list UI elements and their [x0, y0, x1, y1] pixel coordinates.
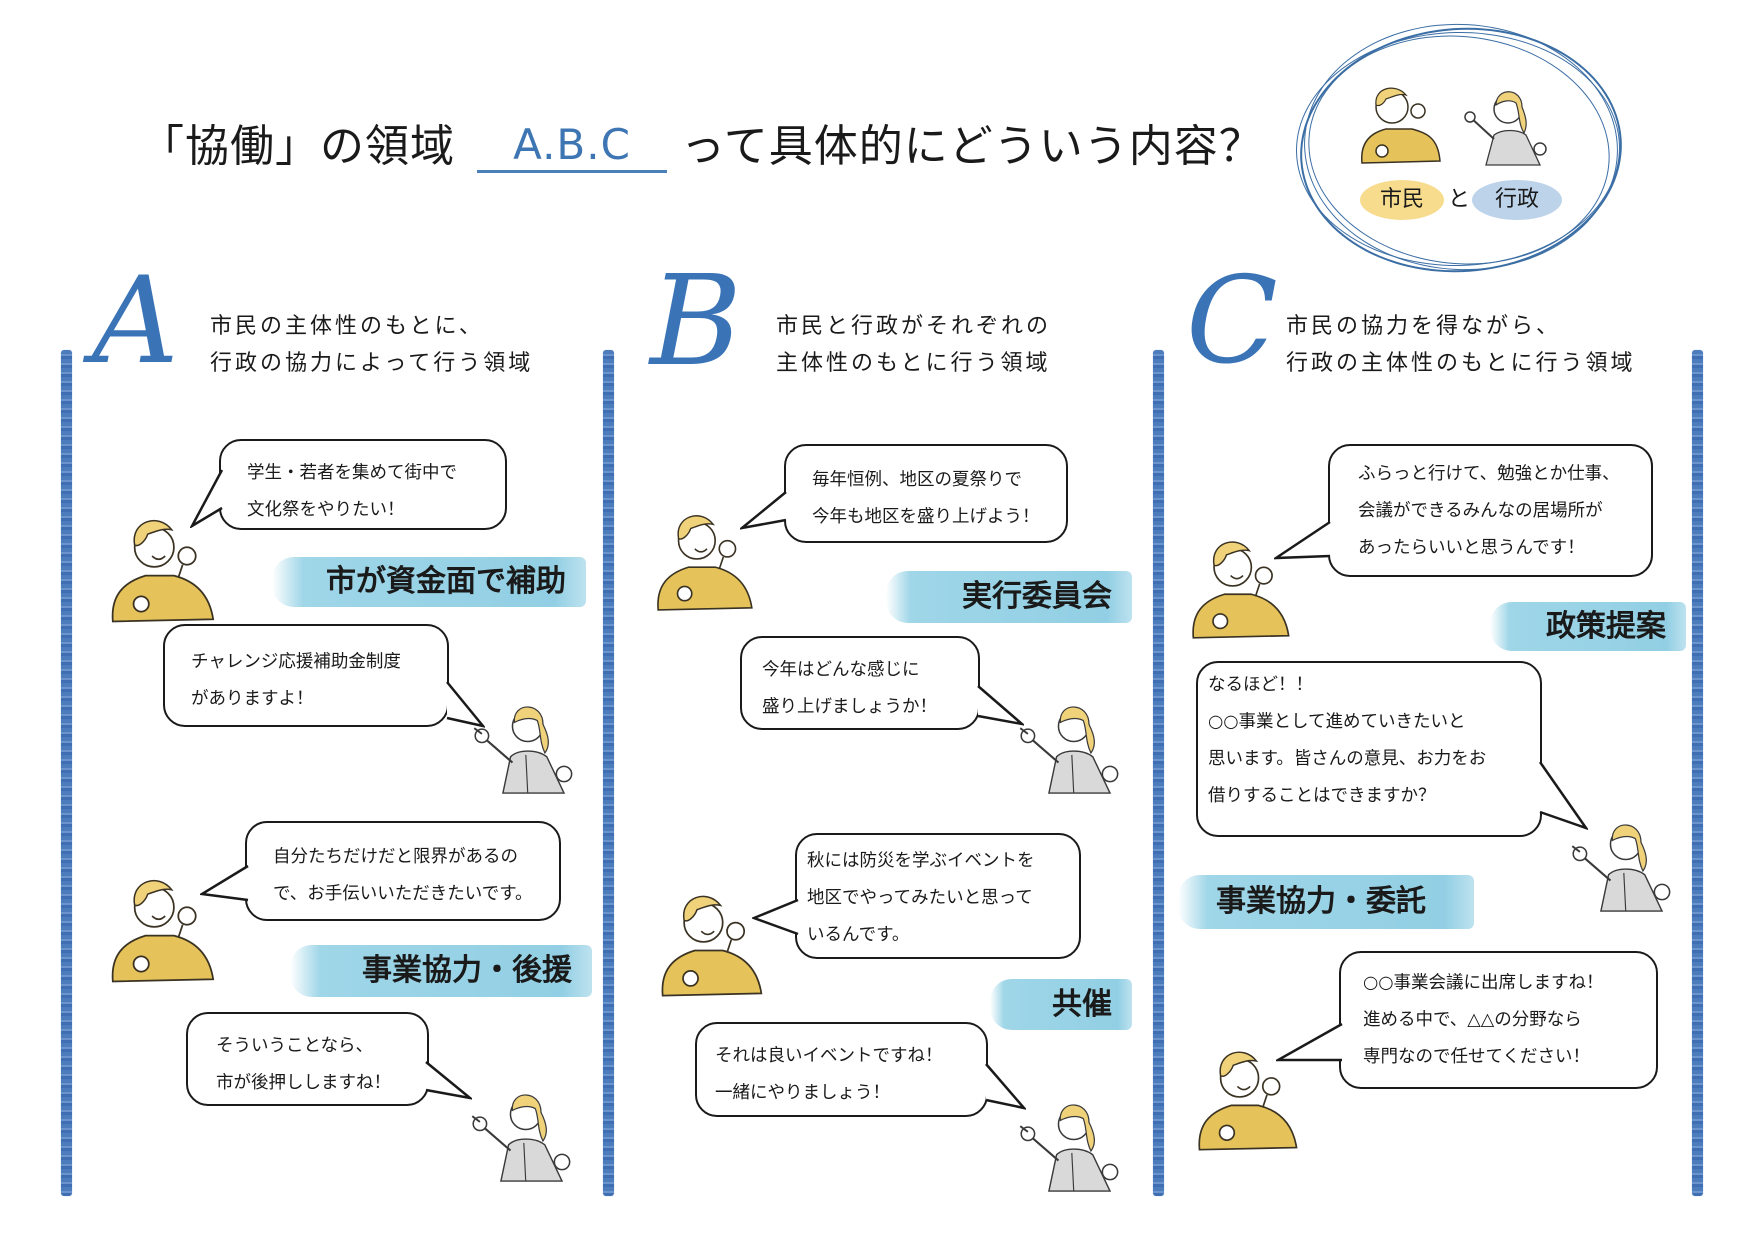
government-figure-icon — [1560, 808, 1680, 913]
bubble-text: で、お手伝いいただきたいです。 — [273, 884, 533, 904]
collaboration-type-label: 政策提案 — [1490, 602, 1686, 651]
bubble-tail — [752, 898, 799, 936]
speech-bubble-citizen: 自分たちだけだと限界があるの で、お手伝いいただきたいです。 — [245, 821, 561, 921]
collaboration-type-label: 事業協力・委託 — [1178, 875, 1474, 929]
bubble-text: なるほど！！ — [1208, 675, 1313, 695]
bubble-tail — [1276, 1022, 1343, 1062]
bubble-text: 文化祭をやりたい！ — [247, 500, 405, 520]
bubble-tail — [200, 864, 249, 902]
bubble-text: 今年も地区を盛り上げよう！ — [812, 507, 1040, 527]
column-divider-rail — [1153, 350, 1164, 1196]
citizen-figure-icon — [108, 508, 218, 628]
description-line: 市民の主体性のもとに、 — [210, 314, 484, 339]
citizen-figure-icon — [652, 504, 758, 616]
bubble-text: 自分たちだけだと限界があるの — [273, 847, 518, 867]
speech-bubble-government: それは良いイベントですね！ 一緒にやりましょう！ — [695, 1022, 988, 1117]
citizen-pill: 市民 — [1360, 180, 1444, 220]
bubble-text: 毎年恒例、地区の夏祭りで — [812, 470, 1022, 490]
column-divider-rail — [1692, 350, 1703, 1196]
collaboration-type-label: 市が資金面で補助 — [272, 557, 586, 607]
description-line: 市民の協力を得ながら、 — [1286, 314, 1562, 339]
government-figure-icon — [1008, 690, 1128, 795]
speech-bubble-citizen: 秋には防災を学ぶイベントを 地区でやってみたいと思って いるんです。 — [795, 833, 1081, 959]
bubble-text: 市が後押ししますね！ — [216, 1073, 391, 1093]
bubble-text: 会議ができるみんなの居場所が — [1358, 501, 1603, 521]
description-line: 行政の主体性のもとに行う領域 — [1286, 351, 1636, 376]
page-title: 「協働」の領域 A.B.C って具体的にどういう内容？ — [140, 112, 1264, 182]
bubble-text: あったらいいと思うんです！ — [1358, 538, 1585, 558]
badge-connector: と — [1448, 187, 1471, 212]
citizen-government-badge: 市民 と 行政 — [1291, 15, 1631, 283]
description-line: 市民と行政がそれぞれの — [776, 314, 1052, 339]
bubble-tail — [740, 491, 787, 530]
bubble-text: 借りすることはできますか？ — [1208, 786, 1436, 806]
government-figure-icon — [462, 690, 582, 795]
bubble-tail — [425, 1061, 472, 1100]
citizen-figure-icon — [1361, 87, 1441, 164]
citizen-figure-icon — [658, 884, 766, 1002]
collaboration-type-label: 共催 — [990, 979, 1132, 1030]
bubble-text: 盛り上げましょうか！ — [762, 697, 937, 717]
government-figure-icon — [1464, 91, 1547, 166]
government-figure-icon — [460, 1078, 580, 1183]
bubble-tail — [1538, 761, 1588, 830]
bubble-text: 専門なので任せてください！ — [1363, 1047, 1590, 1067]
government-figure-icon — [1008, 1088, 1128, 1193]
title-highlight-abc: A.B.C — [477, 120, 667, 173]
bubble-text: ふらっと行けて、勉強とか仕事、 — [1358, 464, 1620, 484]
speech-bubble-government: そういうことなら、 市が後押ししますね！ — [186, 1012, 429, 1106]
speech-bubble-government: チャレンジ応援補助金制度 がありますよ！ — [163, 624, 449, 727]
bubble-tail — [977, 685, 1024, 726]
speech-bubble-citizen: ふらっと行けて、勉強とか仕事、 会議ができるみんなの居場所が あったらいいと思う… — [1328, 444, 1653, 577]
bubble-text: 一緒にやりましょう！ — [715, 1083, 890, 1103]
column-c-description: 市民の協力を得ながら、 行政の主体性のもとに行う領域 — [1286, 308, 1636, 382]
citizen-figure-icon — [1194, 1040, 1302, 1156]
bubble-tail — [1274, 520, 1331, 560]
column-b-letter: B — [650, 249, 742, 394]
bubble-text: それは良いイベントですね！ — [715, 1046, 943, 1066]
bubble-text: そういうことなら、 — [216, 1036, 373, 1056]
bubble-text: 地区でやってみたいと思って — [807, 888, 1033, 908]
speech-bubble-citizen: 毎年恒例、地区の夏祭りで 今年も地区を盛り上げよう！ — [784, 444, 1068, 543]
citizen-figure-icon — [1188, 530, 1294, 644]
bubble-text: チャレンジ応援補助金制度 — [191, 652, 401, 672]
bubble-tail — [985, 1063, 1026, 1110]
citizen-figure-icon — [108, 868, 218, 988]
bubble-text: ○○事業会議に出席しますね！ — [1363, 973, 1604, 993]
speech-bubble-government: 今年はどんな感じに 盛り上げましょうか！ — [740, 636, 980, 730]
bubble-tail — [446, 681, 485, 728]
government-pill: 行政 — [1472, 180, 1562, 220]
column-a-letter: A — [92, 252, 179, 391]
bubble-text: 今年はどんな感じに — [762, 660, 920, 680]
column-divider-rail — [603, 350, 614, 1196]
column-b-description: 市民と行政がそれぞれの 主体性のもとに行う領域 — [776, 308, 1051, 382]
bubble-text: がありますよ！ — [191, 689, 314, 709]
bubble-tail — [190, 469, 224, 528]
speech-bubble-citizen: ○○事業会議に出席しますね！ 進める中で、△△の分野なら 専門なので任せてくださ… — [1339, 951, 1658, 1089]
collaboration-type-label: 実行委員会 — [886, 571, 1132, 623]
bubble-text: いるんです。 — [807, 925, 910, 945]
bubble-text: 学生・若者を集めて街中で — [247, 463, 457, 483]
description-line: 行政の協力によって行う領域 — [210, 351, 534, 376]
bubble-text: 秋には防災を学ぶイベントを — [807, 851, 1035, 871]
bubble-text: 進める中で、△△の分野なら — [1363, 1010, 1582, 1030]
title-suffix: って具体的にどういう内容？ — [681, 121, 1264, 172]
speech-bubble-government: なるほど！！ ○○事業として進めていきたいと 思います。皆さんの意見、お力をお … — [1196, 661, 1542, 837]
title-prefix: 「協働」の領域 — [140, 121, 455, 172]
column-a-description: 市民の主体性のもとに、 行政の協力によって行う領域 — [210, 308, 533, 382]
column-c-letter: C — [1186, 252, 1278, 391]
speech-bubble-citizen: 学生・若者を集めて街中で 文化祭をやりたい！ — [219, 439, 507, 530]
bubble-text: ○○事業として進めていきたいと — [1208, 712, 1466, 732]
description-line: 主体性のもとに行う領域 — [776, 351, 1051, 376]
column-divider-rail — [61, 350, 72, 1196]
collaboration-type-label: 事業協力・後援 — [290, 945, 592, 997]
bubble-text: 思います。皆さんの意見、お力をお — [1208, 749, 1487, 769]
